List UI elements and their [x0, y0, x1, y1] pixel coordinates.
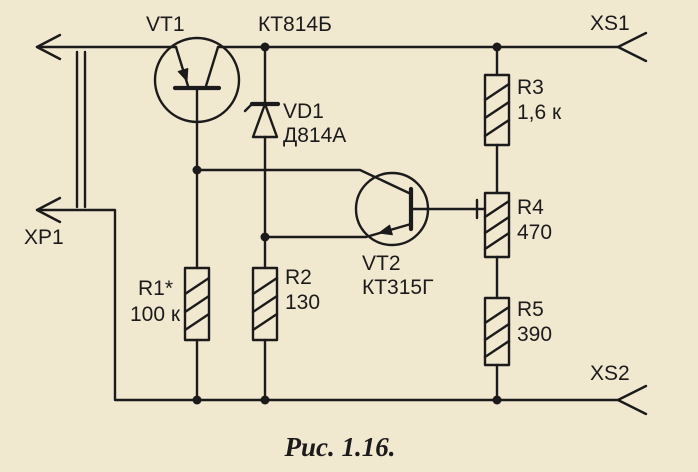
figure-caption: Рис. 1.16.	[284, 432, 396, 462]
resistor-r5-symbol	[483, 296, 511, 402]
vt1-ref-label: VT1	[146, 13, 185, 36]
junction-dot	[260, 395, 270, 405]
r1-ref-label: R1*	[138, 277, 173, 300]
r1-hatch-1	[183, 276, 211, 296]
r4-hatch-3	[483, 231, 511, 251]
r2-hatch-3	[251, 312, 279, 332]
r5-hatch-2	[483, 322, 511, 342]
labels: VT1 КТ814Б XS1 VD1 Д814А XP1 VT2 КТ315Г …	[24, 12, 630, 462]
vd1-ref-label: VD1	[283, 100, 324, 123]
xs1-label: XS1	[590, 12, 630, 35]
junction-dot	[260, 232, 270, 242]
r2-hatch-1	[251, 276, 279, 296]
r4-hatch-1	[483, 199, 511, 219]
junction-dot	[492, 42, 502, 52]
r4-value-label: 470	[517, 221, 552, 244]
r2-ref-label: R2	[285, 266, 312, 289]
vd1-zener-hook	[243, 102, 254, 113]
junction-dot	[192, 165, 202, 175]
junction-dot	[492, 395, 502, 405]
r5-value-label: 390	[517, 323, 552, 346]
circuit-drawing	[35, 31, 648, 416]
r2-value-label: 130	[285, 291, 320, 314]
r2-hatch-2	[251, 294, 279, 314]
r5-hatch-3	[483, 339, 511, 359]
vt2-collector-wire	[195, 168, 413, 196]
vt2-emitter-arrow	[378, 224, 393, 236]
r4-ref-label: R4	[517, 196, 544, 219]
vt2-emitter-wire	[263, 222, 413, 239]
transistor-vt1-symbol	[153, 36, 241, 172]
r3-hatch-3	[483, 118, 511, 138]
xs2-label: XS2	[590, 362, 630, 385]
vt2-ref-label: VT2	[362, 252, 401, 275]
r1-hatch-3	[183, 312, 211, 332]
vd1-part-label: Д814А	[283, 124, 346, 147]
resistor-r1-symbol	[183, 168, 211, 402]
r3-hatch-2	[483, 100, 511, 120]
connector-xs2-symbol	[616, 384, 648, 416]
r3-ref-label: R3	[517, 76, 544, 99]
r4-hatch-2	[483, 215, 511, 235]
bottom-rail-wire	[35, 208, 620, 402]
r3-value-label: 1,6 к	[517, 101, 562, 124]
resistor-r3-symbol	[483, 45, 511, 195]
diode-vd1-symbol	[243, 45, 281, 270]
r3-hatch-1	[483, 82, 511, 102]
r5-hatch-1	[483, 305, 511, 325]
junction-dot	[192, 395, 202, 405]
transistor-vt2-symbol	[195, 168, 487, 247]
r5-ref-label: R5	[517, 298, 544, 321]
vt2-part-label: КТ315Г	[362, 276, 433, 299]
r1-value-label: 100 к	[130, 303, 181, 326]
r1-hatch-2	[183, 294, 211, 314]
connector-xs1-symbol	[616, 31, 648, 63]
vt1-emitter-arrow	[177, 68, 189, 82]
junction-dot	[260, 42, 270, 52]
vt1-part-label: КТ814Б	[258, 13, 332, 36]
resistor-r4-symbol	[483, 191, 511, 300]
vt1-collector-lead	[204, 45, 220, 88]
resistor-r2-symbol	[251, 266, 279, 402]
xp1-label: XP1	[24, 226, 64, 249]
